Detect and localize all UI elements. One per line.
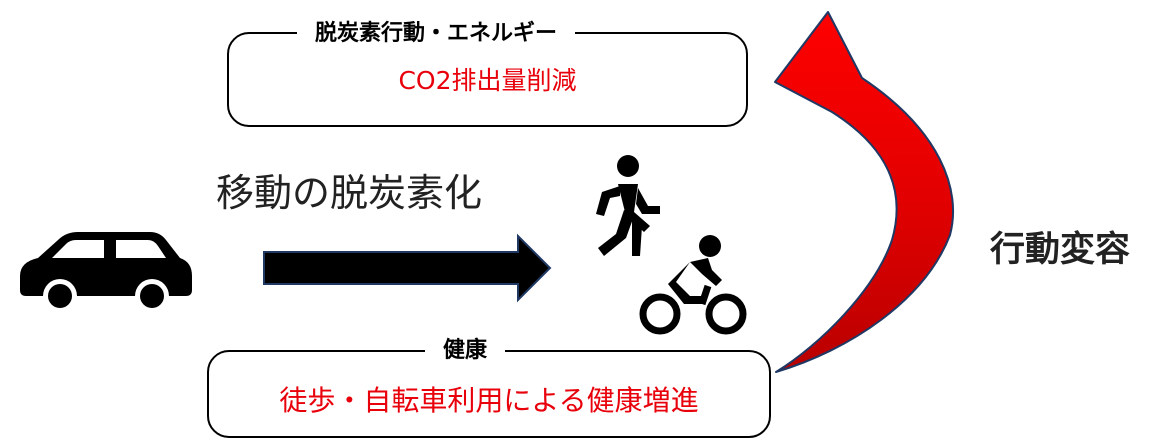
behavior-change-label: 行動変容 <box>990 230 1131 270</box>
mobility-decarbonization-label: 移動の脱炭素化 <box>216 171 483 215</box>
behavior-change-curved-arrow <box>774 11 954 373</box>
decarbonization-arrow <box>263 233 552 303</box>
decarbonization-box: 脱炭素行動・エネルギー CO2排出量削減 <box>227 20 748 127</box>
walking-person-icon <box>596 155 660 256</box>
health-improvement-text: 徒歩・自転車利用による健康増進 <box>279 384 699 417</box>
co2-reduction-text: CO2排出量削減 <box>398 66 577 95</box>
health-box-title: 健康 <box>425 337 506 365</box>
cyclist-icon <box>639 235 747 335</box>
health-box: 健康 徒歩・自転車利用による健康増進 <box>207 337 771 438</box>
car-icon <box>20 232 192 313</box>
decarbonization-box-title: 脱炭素行動・エネルギー <box>297 20 576 48</box>
